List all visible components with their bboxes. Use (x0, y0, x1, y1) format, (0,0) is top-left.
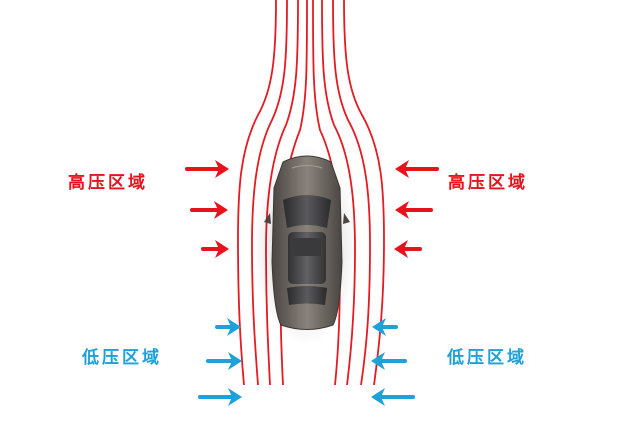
arrow-icon (201, 240, 229, 258)
arrow-icon (371, 352, 407, 370)
arrow-icon (395, 160, 439, 178)
arrow-icon (206, 352, 242, 370)
high-pressure-label-right: 高压区域 (448, 173, 528, 193)
airflow-streamline (237, 0, 277, 386)
pressure-arrows (185, 160, 439, 406)
arrow-icon (198, 388, 242, 406)
arrow-icon (395, 201, 433, 219)
car-top-view-icon (253, 145, 357, 345)
arrow-icon (190, 201, 228, 219)
arrow-icon (371, 388, 415, 406)
low-pressure-label-left: 低压区域 (82, 348, 162, 368)
airflow-streamline (251, 0, 288, 386)
arrow-icon (185, 160, 229, 178)
high-pressure-label-left: 高压区域 (68, 173, 148, 193)
arrow-icon (394, 240, 422, 258)
airflow-streamline (332, 0, 371, 386)
arrow-icon (372, 318, 398, 336)
low-pressure-label-right: 低压区域 (447, 348, 527, 368)
arrow-icon (215, 318, 241, 336)
airflow-streamline (321, 0, 356, 386)
